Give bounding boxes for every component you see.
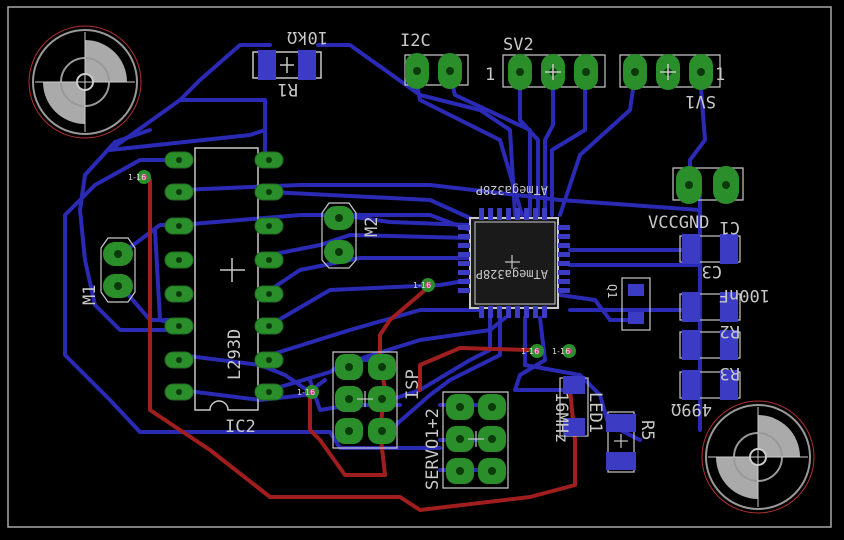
r1-name-label: R1 xyxy=(278,79,298,99)
power-name-label: VCCGND xyxy=(648,213,709,233)
via-3: 1-16 xyxy=(297,385,319,399)
ic2-value-label: L293D xyxy=(225,329,245,380)
mcu-name-label: ATmega328P xyxy=(476,267,548,281)
via-5: 1-16 xyxy=(552,344,576,358)
r1-value-label: 10kΩ xyxy=(287,27,328,47)
servo-name-label: SERVO1+2 xyxy=(423,408,443,490)
sv1-pin1-label: 1 xyxy=(715,65,725,85)
sv2-name-label: SV2 xyxy=(503,35,534,55)
q1-crystal: Q1 xyxy=(605,277,651,331)
mounting-hole-bottom-right xyxy=(701,400,815,514)
ic2-name-label: IC2 xyxy=(225,417,256,437)
c1-name-label: C1 xyxy=(720,217,740,237)
servo-header: SERVO1+2 xyxy=(423,391,509,490)
isp-header: ISP xyxy=(332,351,423,449)
r5-resistor: R5 xyxy=(606,411,657,473)
c3-value-label: 100nF xyxy=(719,285,770,305)
mcu-atmega328p: ATmega328P ATmega328P xyxy=(458,183,570,318)
via-1: 1-16 xyxy=(128,170,151,184)
power-header: VCCGND xyxy=(648,166,744,233)
r1-resistor: 10kΩ R1 xyxy=(252,27,328,99)
via-1-label: 1-16 xyxy=(128,173,146,182)
c3-capacitor: C3 100nF xyxy=(679,261,770,322)
mounting-hole-top-left xyxy=(28,25,142,139)
i2c-header: I2C xyxy=(400,31,469,89)
sv1-header: SV1 1 xyxy=(619,54,725,111)
led-value-label: LED1 xyxy=(585,392,605,433)
sv2-header: SV2 1 xyxy=(485,35,606,90)
via-5-label: 1-16 xyxy=(552,347,570,356)
u2-resonator: 16MHz xyxy=(551,376,589,443)
u2-value-label: 16MHz xyxy=(551,392,571,443)
led-component: LED1 xyxy=(585,392,605,433)
via-4: 1-16 xyxy=(521,344,544,358)
m2-connector: M2 xyxy=(321,202,382,269)
r2-resistor: R2 xyxy=(679,321,741,360)
via-2-label: 1-16 xyxy=(413,281,431,290)
r3-resistor: R3 499Ω xyxy=(671,363,741,419)
isp-name-label: ISP xyxy=(403,369,423,400)
r5-name-label: R5 xyxy=(637,420,657,440)
mcu-name-label-mirrored: ATmega328P xyxy=(476,183,548,197)
m2-name-label: M2 xyxy=(362,217,382,237)
via-2: 1-16 xyxy=(413,278,435,292)
m1-connector: M1 xyxy=(80,237,136,305)
board-outline xyxy=(7,6,832,528)
m1-name-label: M1 xyxy=(80,285,100,305)
ic2-pad-holes xyxy=(176,157,272,395)
ic2-l293d: L293D IC2 xyxy=(194,147,259,437)
via-4-label: 1-16 xyxy=(521,347,539,356)
sv2-pin1-label: 1 xyxy=(485,65,495,85)
sv1-name-label: SV1 xyxy=(685,91,716,111)
c1-capacitor: C1 xyxy=(679,217,741,264)
r3-value-label: 499Ω xyxy=(671,399,712,419)
via-3-label: 1-16 xyxy=(297,388,315,397)
q1-name-label: Q1 xyxy=(605,284,619,298)
c3-name-label: C3 xyxy=(702,261,722,281)
r2-name-label: R2 xyxy=(720,321,740,341)
r3-name-label: R3 xyxy=(720,363,740,383)
i2c-name-label: I2C xyxy=(400,31,431,51)
